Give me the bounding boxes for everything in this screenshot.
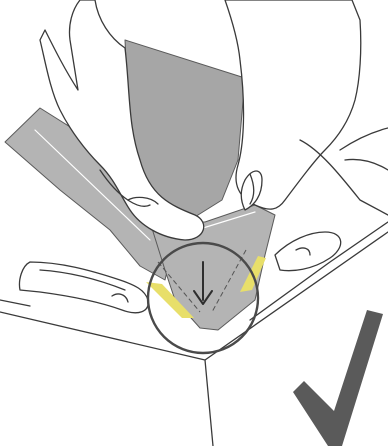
- left-hand: [39, 0, 205, 241]
- right-wrist-upper: [299, 139, 388, 216]
- box-corner-outline: [0, 221, 388, 446]
- box-top-right-rim: [249, 221, 388, 321]
- right-thumb: [240, 170, 263, 211]
- right-hand: [224, 0, 362, 210]
- sheet-dashed-edge-right: [211, 249, 247, 313]
- highlight-circle: [146, 241, 260, 355]
- sheet-fold-line-left: [34, 129, 151, 241]
- accent-strip-left: [146, 282, 194, 318]
- press-down-arrow-icon: [193, 261, 213, 305]
- hands-pressing-sheet: [18, 0, 388, 314]
- left-lower-finger-crease: [39, 269, 126, 291]
- box-left-edge: [0, 311, 214, 446]
- left-lower-fingers: [18, 261, 149, 314]
- right-thumb-nail: [249, 173, 255, 205]
- checkmark-icon: [293, 310, 383, 446]
- left-hand-knuckle: [99, 169, 151, 207]
- sheet-dashed-edge-left: [157, 261, 201, 313]
- left-lower-fingernail: [111, 293, 129, 303]
- right-wrist-lower: [339, 127, 388, 151]
- left-thumb-nail: [127, 196, 159, 205]
- right-palm-crease: [344, 158, 388, 171]
- right-finger-nail: [295, 247, 311, 256]
- detail-highlight-circle: [146, 241, 260, 355]
- box-top-left-rim: [0, 299, 31, 307]
- right-finger-lower: [274, 231, 342, 272]
- box-right-edge: [204, 231, 388, 361]
